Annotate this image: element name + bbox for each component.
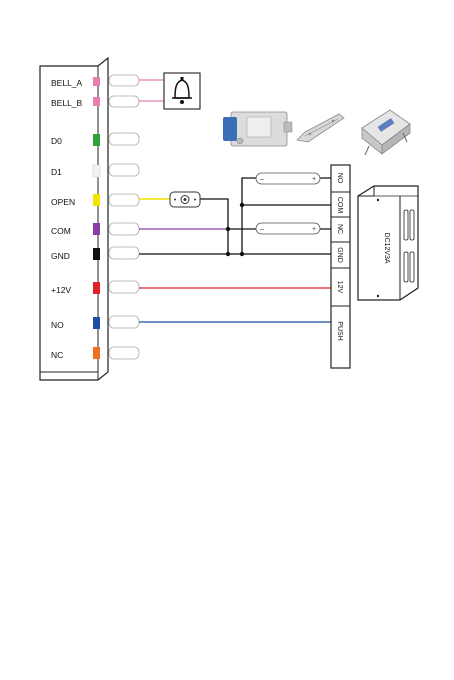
power-supply-icon — [362, 110, 410, 155]
terminal-label-bell-a: BELL_A — [51, 78, 83, 88]
wire-stubs — [109, 75, 139, 359]
terminal-label-bell-b: BELL_B — [51, 98, 83, 108]
controller-panel: BELL_A BELL_B D0 D1 OPEN COM GND +12V NO… — [40, 58, 108, 380]
strike-lock-icon — [297, 114, 344, 142]
terminal-gnd: GND — [336, 247, 343, 263]
electric-lock-icon — [223, 112, 292, 146]
bell-icon — [164, 73, 200, 109]
terminal-label-d0: D0 — [51, 136, 62, 146]
terminal-label-nc: NC — [51, 350, 63, 360]
terminal-label-d1: D1 — [51, 167, 62, 177]
connector-no — [93, 317, 100, 329]
terminal-12v: 12V — [336, 281, 343, 294]
terminal-label-12v: +12V — [51, 285, 71, 295]
connector-d1 — [93, 165, 100, 177]
terminal-label-no: NO — [51, 320, 64, 330]
terminal-label-com: COM — [51, 226, 71, 236]
terminal-label-open: OPEN — [51, 197, 75, 207]
terminal-com: COM — [336, 197, 343, 214]
connector-nc — [93, 347, 100, 359]
terminal-block: NO COM NC GND 12V PUSH — [331, 165, 350, 368]
svg-text:–: – — [260, 176, 264, 183]
svg-text:–: – — [260, 226, 264, 233]
diode-upper: – + — [256, 173, 320, 184]
diode-lower: – + — [256, 223, 320, 234]
connector-d0 — [93, 134, 100, 146]
exit-button-icon — [170, 192, 200, 207]
terminal-push: PUSH — [336, 321, 343, 340]
terminal-label-gnd: GND — [51, 251, 70, 261]
connector-com — [93, 223, 100, 235]
power-supply-module: DC12V3A — [358, 186, 418, 300]
terminal-nc: NC — [336, 224, 343, 234]
terminal-no: NO — [336, 173, 343, 184]
svg-text:+: + — [312, 226, 316, 233]
connector-open — [93, 194, 100, 206]
module-label: DC12V3A — [383, 232, 390, 263]
connector-gnd — [93, 248, 100, 260]
svg-text:+: + — [312, 176, 316, 183]
connector-bell-a — [93, 77, 100, 86]
connector-bell-b — [93, 97, 100, 106]
connector-12v — [93, 282, 100, 294]
